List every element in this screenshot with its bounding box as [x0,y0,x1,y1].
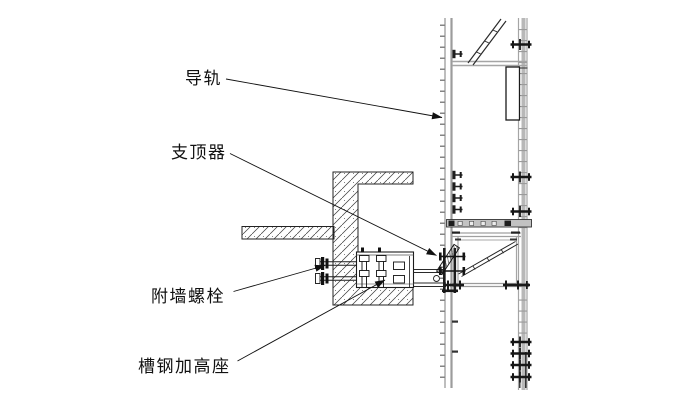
top-support-prop [435,243,461,276]
label-top-support: 支顶器 [171,143,227,162]
frame-diagonal-brace [458,241,519,277]
leader-raiser-seat [237,279,386,362]
channel-raiser-seat-housing [355,247,415,289]
rail-bolt-fittings [451,49,464,215]
label-wall-anchor-bolt: 附墙螺栓 [151,287,225,306]
leader-guide-rail [225,78,443,120]
leader-anchor-bolt [233,264,326,292]
floor-slab [241,226,335,240]
leader-lines [225,78,443,362]
label-channel-raiser-seat: 槽钢加高座 [138,357,231,376]
mast-panel [505,66,521,121]
top-diagonal-brace [467,18,507,66]
lower-frame [445,231,530,290]
label-guide-rail: 导轨 [185,69,222,88]
guide-rail-member [440,18,458,388]
bolt-hole [433,275,440,282]
mid-connection-band [446,219,532,228]
leader-top-support [229,153,437,256]
